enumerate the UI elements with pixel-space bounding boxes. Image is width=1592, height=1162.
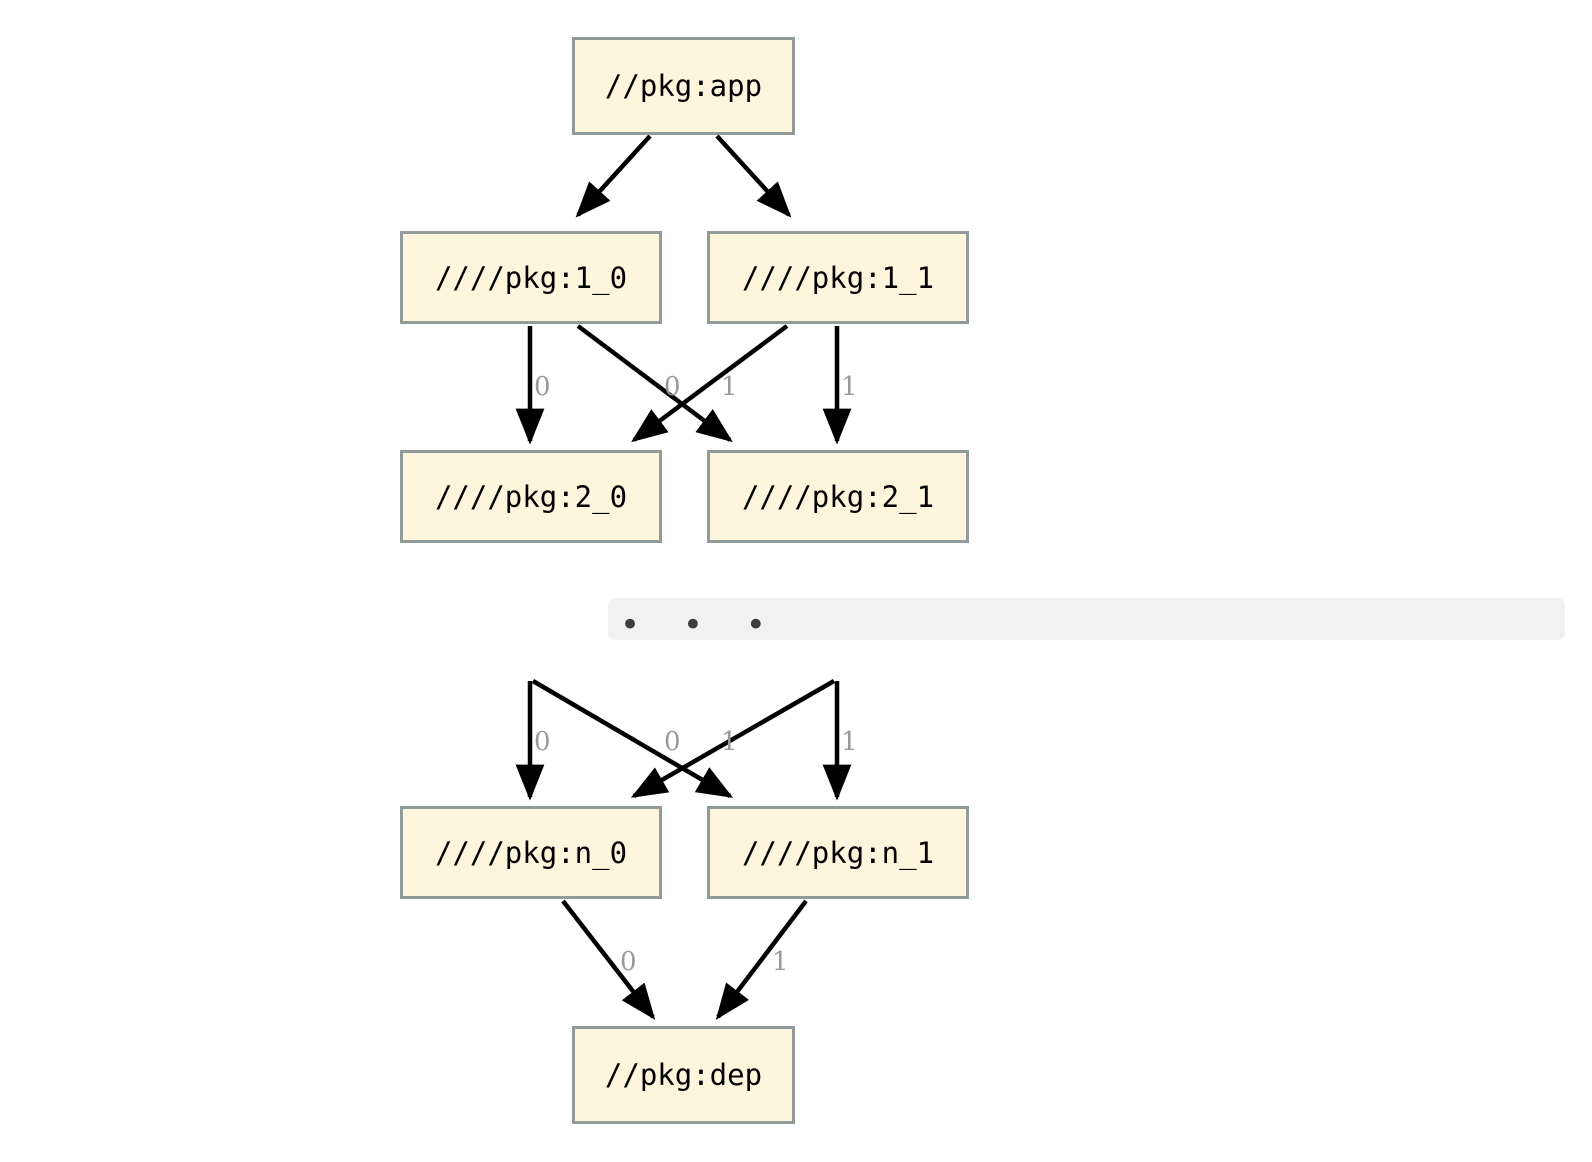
node-pkg-n_1[interactable]: ////pkg:n_1 (707, 806, 969, 899)
edge-n_1-to-dep (715, 899, 808, 1020)
edge-1_0-to-2_1 (576, 324, 733, 443)
node-pkg-1_0[interactable]: ////pkg:1_0 (400, 231, 662, 324)
node-pkg-app[interactable]: //pkg:app (572, 37, 795, 135)
node-label: ////pkg:1_0 (434, 260, 628, 295)
edge-label-1_1-2_0: 0 (664, 372, 681, 402)
edge-cut-to-n_1-diagonal (531, 679, 734, 798)
edge-app-to-1_1 (715, 134, 792, 218)
node-label: ////pkg:2_1 (741, 479, 935, 514)
ellipsis-dots: • • • (620, 605, 782, 645)
node-label: ////pkg:n_1 (741, 835, 935, 870)
edge-label-1_0-2_0: 0 (534, 372, 551, 402)
edge-label-cut-n_0-diagonal: 0 (664, 727, 681, 757)
edge-label-cut-n_1-diagonal: 1 (721, 727, 738, 757)
edge-label-n_1-dep: 1 (772, 947, 789, 977)
node-pkg-dep[interactable]: //pkg:dep (572, 1026, 795, 1124)
edge-n_0-to-dep (561, 899, 656, 1020)
node-label: //pkg:dep (604, 1058, 763, 1092)
ellipsis-separator-band: • • • (608, 598, 1565, 645)
node-label: ////pkg:1_1 (741, 260, 935, 295)
node-label: //pkg:app (604, 69, 763, 103)
node-pkg-2_1[interactable]: ////pkg:2_1 (707, 450, 969, 543)
node-pkg-2_0[interactable]: ////pkg:2_0 (400, 450, 662, 543)
edge-app-to-1_0 (575, 134, 652, 218)
edge-label-cut-n_0: 0 (534, 727, 551, 757)
node-label: ////pkg:2_0 (434, 479, 628, 514)
node-label: ////pkg:n_0 (434, 835, 628, 870)
edge-1_1-to-2_0 (631, 324, 789, 443)
node-pkg-n_0[interactable]: ////pkg:n_0 (400, 806, 662, 899)
edge-label-n_0-dep: 0 (620, 947, 637, 977)
edge-label-1_1-2_1: 1 (841, 372, 858, 402)
edge-cut-to-n_0-diagonal (630, 679, 836, 798)
edge-label-1_0-2_1: 1 (721, 372, 738, 402)
node-pkg-1_1[interactable]: ////pkg:1_1 (707, 231, 969, 324)
edge-label-cut-n_1: 1 (841, 727, 858, 757)
